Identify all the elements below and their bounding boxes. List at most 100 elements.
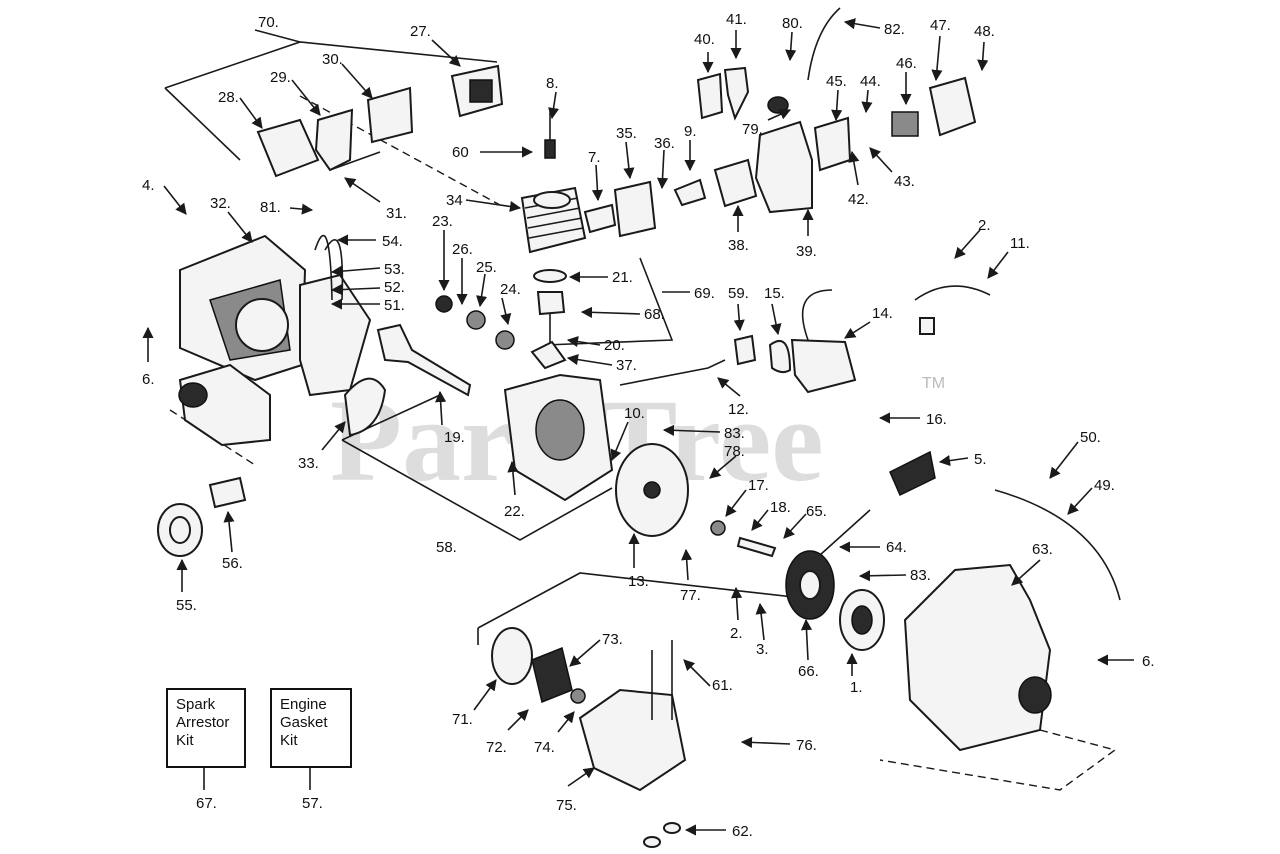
callout-57: 57. bbox=[302, 795, 323, 812]
gasket-9 bbox=[673, 178, 707, 207]
callout-30: 30. bbox=[322, 51, 343, 68]
leader-24 bbox=[500, 297, 512, 326]
callout-39: 39. bbox=[796, 243, 817, 260]
leader-17 bbox=[725, 489, 747, 517]
callout-55: 55. bbox=[176, 597, 197, 614]
leader-59 bbox=[733, 303, 745, 332]
starter-housing-63 bbox=[903, 563, 1052, 752]
leader-35 bbox=[623, 141, 635, 180]
leader-27 bbox=[431, 39, 461, 67]
callout-63: 63. bbox=[1032, 541, 1053, 558]
callout-3: 3. bbox=[756, 641, 769, 658]
leader-34 bbox=[465, 199, 522, 213]
callout-33: 33. bbox=[298, 455, 319, 472]
callout-53: 53. bbox=[384, 261, 405, 278]
leader-18 bbox=[751, 509, 769, 531]
leader-29 bbox=[291, 79, 321, 116]
gasket-45 bbox=[813, 116, 852, 172]
muffler-outlet bbox=[178, 382, 208, 408]
crankcase-bore bbox=[535, 399, 585, 461]
seal-25 bbox=[466, 310, 486, 330]
leader-70 bbox=[254, 29, 301, 43]
callout-47: 47. bbox=[930, 17, 951, 34]
leader-25 bbox=[476, 273, 488, 308]
callout-12: 12. bbox=[728, 401, 749, 418]
leader-7 bbox=[591, 164, 604, 202]
callout-50: 50. bbox=[1080, 429, 1101, 446]
callout-52: 52. bbox=[384, 279, 405, 296]
callout-17: 17. bbox=[748, 477, 769, 494]
insulator-35 bbox=[613, 180, 657, 238]
switch-59 bbox=[733, 334, 757, 366]
leader-76 bbox=[740, 736, 791, 749]
arrestor-hole bbox=[169, 516, 191, 544]
leader-65 bbox=[783, 513, 807, 539]
callout-59: 59. bbox=[728, 285, 749, 302]
callout-83b: 83. bbox=[910, 567, 931, 584]
leader-14 bbox=[844, 321, 871, 339]
callout-56: 56. bbox=[222, 555, 243, 572]
leader-77 bbox=[681, 548, 693, 581]
callout-11: 11. bbox=[1010, 235, 1030, 252]
callout-54: 54. bbox=[382, 233, 403, 250]
callout-80: 80. bbox=[782, 15, 803, 32]
plug-62b bbox=[643, 836, 661, 848]
air-cover-47 bbox=[928, 76, 977, 137]
leader-15 bbox=[770, 303, 782, 336]
leader-12 bbox=[717, 377, 741, 397]
ignition-module-14 bbox=[790, 338, 857, 394]
crankshaft bbox=[376, 323, 472, 397]
clutch-housing-75 bbox=[578, 688, 687, 792]
leader-33 bbox=[321, 421, 346, 451]
callout-76: 76. bbox=[796, 737, 817, 754]
leader-19 bbox=[435, 390, 447, 426]
leader-4 bbox=[163, 185, 187, 215]
leader-10 bbox=[610, 421, 629, 462]
callout-20: 20. bbox=[604, 337, 625, 354]
spark-arrestor-kit-box: Spark Arrestor Kit bbox=[166, 688, 246, 768]
leader-11 bbox=[987, 251, 1009, 279]
callout-2a: 2. bbox=[978, 217, 991, 234]
throttle-wire-12 bbox=[619, 359, 726, 386]
housing-bearing bbox=[1018, 676, 1052, 714]
callout-6a: 6. bbox=[142, 371, 155, 388]
leader-63 bbox=[1011, 559, 1041, 586]
callout-labels: 70. 27. 28. 29. 30. 31. 8. 60 34 23. 26.… bbox=[142, 11, 1155, 840]
air-filter-bracket bbox=[314, 108, 354, 172]
leader-43 bbox=[869, 147, 893, 173]
callout-28: 28. bbox=[218, 89, 239, 106]
callout-25: 25. bbox=[476, 259, 497, 276]
leader-75 bbox=[567, 767, 595, 787]
callout-61: 61. bbox=[712, 677, 733, 694]
leader-45 bbox=[831, 89, 843, 122]
callout-35: 35. bbox=[616, 125, 637, 142]
air-filter-plate bbox=[366, 86, 414, 144]
shroud-port bbox=[235, 298, 289, 352]
callout-6b: 6. bbox=[1142, 653, 1155, 670]
callout-8: 8. bbox=[546, 75, 559, 92]
callout-51: 51. bbox=[384, 297, 405, 314]
leader-81 bbox=[289, 203, 314, 215]
primer-bulb-79 bbox=[767, 96, 789, 114]
leader-8 bbox=[547, 91, 560, 120]
leader-52 bbox=[330, 283, 381, 296]
callout-36: 36. bbox=[654, 135, 675, 152]
watermark-tm: TM bbox=[922, 375, 945, 392]
bearing-26 bbox=[495, 330, 515, 350]
starter-rope-64 bbox=[819, 509, 871, 556]
leader-80 bbox=[785, 31, 797, 62]
callout-46: 46. bbox=[896, 55, 917, 72]
callout-48: 48. bbox=[974, 23, 995, 40]
leader-49 bbox=[1067, 487, 1093, 515]
leader-79 bbox=[767, 109, 792, 121]
washer-17 bbox=[710, 520, 726, 536]
callout-64: 64. bbox=[886, 539, 907, 556]
callout-68: 68. bbox=[644, 306, 665, 323]
leader-82 bbox=[843, 18, 881, 30]
callout-23: 23. bbox=[432, 213, 453, 230]
callout-78: 78. bbox=[724, 443, 745, 460]
leader-72 bbox=[507, 709, 529, 731]
callout-44: 44. bbox=[860, 73, 881, 90]
engine-gasket-kit-box: Engine Gasket Kit bbox=[270, 688, 352, 768]
